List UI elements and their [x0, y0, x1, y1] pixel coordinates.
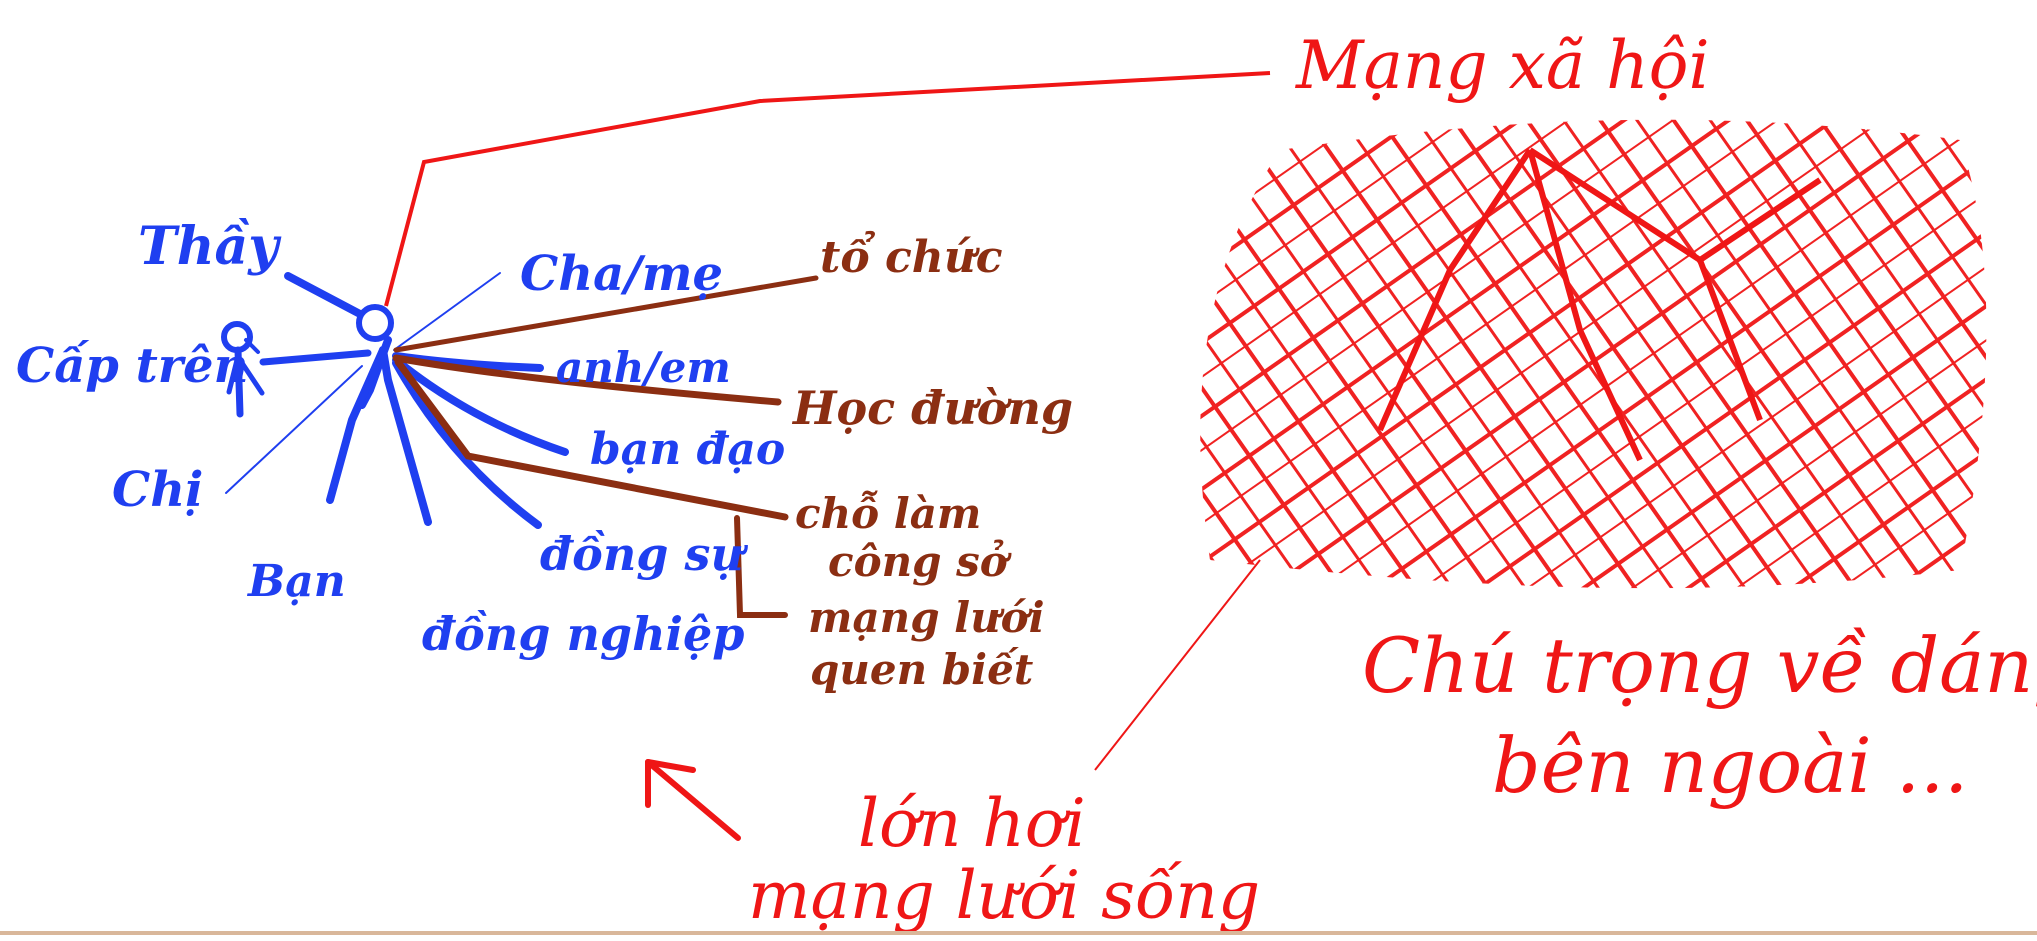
label-dong-su: đồng sự [540, 527, 748, 581]
label-ban-dao: bạn đạo [590, 424, 785, 475]
label-anh-em: anh/em [556, 343, 731, 392]
brown-connector-lines [392, 275, 819, 618]
label-to-chuc: tổ chức [820, 229, 1003, 283]
label-ban: Bạn [246, 556, 346, 607]
bottom-divider [0, 931, 2037, 935]
label-mang-luoi: mạng lưới [808, 593, 1045, 642]
red-arrow-icon [645, 759, 741, 841]
label-cong-so: công sở [828, 537, 1012, 586]
label-mang-luoi-song: mạng lưới sống [748, 857, 1260, 934]
label-ben-ngoai: bên ngoài ... [1492, 721, 1968, 810]
person-figure-small [221, 321, 265, 418]
label-chi: Chị [112, 462, 203, 518]
label-lon-hoi: lớn hơi [858, 785, 1086, 862]
label-hoc-duong: Học đường [791, 381, 1073, 435]
label-cap-tren: Cấp trên [16, 338, 248, 394]
label-cha-me: Cha/mẹ [520, 246, 723, 302]
label-cho-lam: chỗ làm [795, 489, 981, 538]
person-head [356, 304, 394, 342]
person-figure-main [326, 304, 432, 526]
label-chu-trong: Chú trọng về dáng [1362, 621, 2037, 710]
label-quen-biet: quen biết [810, 645, 1033, 694]
label-mang-xa-hoi: Mạng xã hội [1295, 27, 1710, 104]
connector-line-title [384, 71, 1271, 307]
red-scribble-network [1094, 119, 1987, 771]
label-thay: Thầy [138, 216, 282, 277]
label-dong-nghiep: đồng nghiệp [422, 607, 744, 661]
blue-connector-lines [225, 272, 569, 529]
